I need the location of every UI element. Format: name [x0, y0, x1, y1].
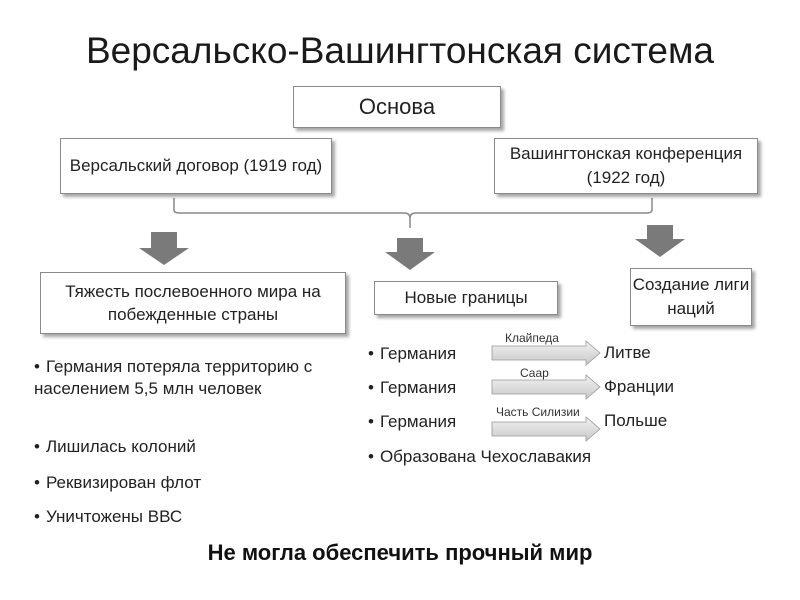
conference-box: Вашингтонская конференция (1922 год): [494, 138, 758, 194]
region-label: Саар: [520, 366, 549, 380]
hardship-item: •Германия потеряла территорию с населени…: [34, 357, 313, 398]
border-item-from: •Германия: [368, 412, 457, 431]
brace-connector: [173, 198, 653, 228]
conclusion-text: Не могла обеспечить прочный мир: [207, 540, 593, 565]
borders-box: Новые границы: [374, 281, 558, 315]
hardship-box: Тяжесть послевоенного мира на побежденны…: [40, 272, 346, 334]
border-item-to: Франции: [604, 377, 674, 396]
hardship-item: •Уничтожены ВВС: [34, 507, 183, 526]
transfer-arrow-3: [491, 416, 601, 442]
league-box: Создание лиги наций: [630, 268, 752, 326]
transfer-arrow-2: [491, 374, 601, 400]
treaty-box: Версальский договор (1919 год): [60, 138, 332, 194]
border-item-to: Литве: [604, 343, 651, 362]
down-arrow-right: [635, 225, 685, 257]
border-item-extra: •Образована Чехославакия: [368, 447, 592, 466]
border-item-from: •Германия: [368, 378, 457, 397]
transfer-arrow-1: [491, 340, 601, 366]
hardship-item: •Лишилась колоний: [34, 437, 196, 456]
border-item-from: •Германия: [368, 344, 457, 363]
region-label: Часть Силизии: [496, 405, 580, 419]
basis-box: Основа: [293, 86, 501, 128]
down-arrow-center: [385, 238, 435, 270]
diagram-title: Версальско-Вашингтонская система: [85, 30, 715, 71]
down-arrow-left: [139, 232, 189, 265]
hardship-item: •Реквизирован флот: [34, 473, 202, 492]
border-item-to: Польше: [604, 411, 668, 430]
region-label: Клайпеда: [505, 331, 559, 345]
